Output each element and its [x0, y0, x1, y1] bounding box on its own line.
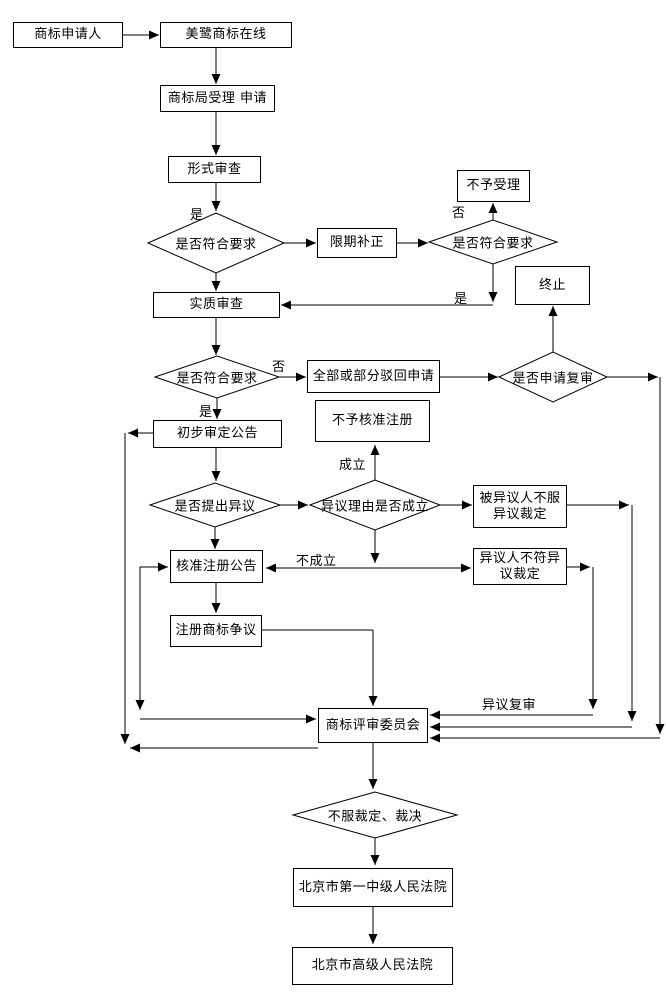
node-high-court: 北京市高级人民法院 — [292, 947, 453, 985]
edge-label-yes-3: 是 — [199, 405, 213, 420]
node-applicant: 商标申请人 — [13, 22, 123, 48]
node-no-approval: 不予核准注册 — [315, 400, 430, 442]
node-opposed-disagree: 被异议人不服异议裁定 — [473, 485, 567, 528]
decision-refuse-ruling: 不服裁定、裁决 — [327, 809, 423, 825]
node-not-accepted: 不予受理 — [457, 170, 530, 202]
node-substantive-review: 实质审查 — [153, 292, 280, 318]
node-rejection: 全部或部分驳回申请 — [307, 360, 440, 393]
connectors — [120, 30, 665, 944]
node-trab: 商标评审委员会 — [318, 708, 428, 743]
node-formal-review: 形式审查 — [168, 156, 261, 183]
node-preliminary-publication: 初步审定公告 — [153, 420, 282, 448]
decision-opposition-grounds: 异议理由是否成立 — [320, 499, 430, 515]
decision-shapes — [146, 212, 609, 839]
edge-label-no-2: 否 — [452, 206, 466, 221]
node-approval-publication: 核准注册公告 — [170, 550, 263, 583]
decision-meets-req-3: 是否符合要求 — [176, 371, 258, 387]
decision-meets-req-1: 是否符合要求 — [175, 237, 257, 253]
edge-label-not-established: 不成立 — [296, 554, 337, 569]
edge-label-yes-1: 是 — [190, 208, 204, 223]
node-platform: 美鹭商标在线 — [160, 22, 292, 48]
edge-label-established: 成立 — [339, 458, 367, 473]
decision-opposition-raised: 是否提出异议 — [174, 499, 256, 515]
node-registered-dispute: 注册商标争议 — [170, 615, 262, 647]
node-deadline-correction: 限期补正 — [317, 228, 397, 258]
node-first-court: 北京市第一中级人民法院 — [293, 868, 453, 907]
decision-meets-req-2-shape — [427, 219, 559, 265]
edge-label-no-3: 否 — [272, 360, 286, 375]
decision-review-request: 是否申请复审 — [512, 371, 594, 387]
node-acceptance: 商标局受理 申请 — [160, 85, 275, 112]
node-terminate: 终止 — [515, 266, 590, 305]
decision-meets-req-2: 是否符合要求 — [452, 236, 534, 252]
edge-label-opposition-review: 异议复审 — [482, 698, 537, 713]
decision-refuse-ruling-shape — [291, 791, 459, 839]
node-opponent-disagree: 异议人不符异议裁定 — [473, 548, 567, 585]
edge-label-yes-2: 是 — [454, 292, 468, 307]
